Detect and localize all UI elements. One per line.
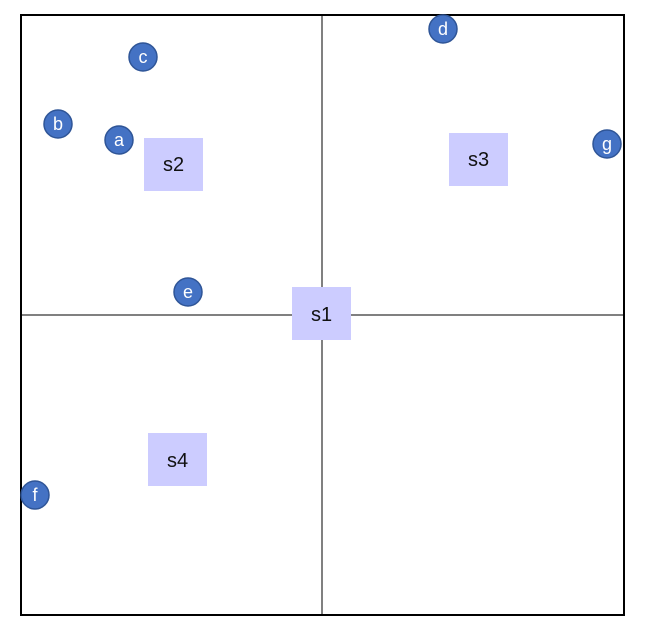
point-e: e	[173, 277, 203, 307]
point-a: a	[104, 125, 134, 155]
point-a-label: a	[114, 130, 125, 150]
region-s1-box	[292, 287, 351, 340]
point-c-label: c	[139, 47, 148, 67]
region-s3-label: s3	[468, 149, 489, 171]
point-f: f	[20, 480, 50, 510]
point-b: b	[43, 109, 73, 139]
point-a-marker	[104, 125, 134, 155]
point-d-marker	[428, 14, 458, 44]
point-g: g	[592, 129, 622, 159]
region-s4-label: s4	[167, 450, 188, 472]
point-e-marker	[173, 277, 203, 307]
point-g-label: g	[602, 134, 612, 154]
region-s2: s2	[144, 138, 203, 191]
point-d: d	[428, 14, 458, 44]
point-f-label: f	[32, 485, 38, 505]
point-b-marker	[43, 109, 73, 139]
region-s4: s4	[148, 433, 207, 486]
point-c: c	[128, 42, 158, 72]
region-s2-box	[144, 138, 203, 191]
region-s3-box	[449, 133, 508, 186]
region-s2-label: s2	[163, 154, 184, 176]
point-e-label: e	[183, 282, 193, 302]
point-c-marker	[128, 42, 158, 72]
region-s1: s1	[292, 287, 351, 340]
point-b-label: b	[53, 114, 63, 134]
region-s3: s3	[449, 133, 508, 186]
point-f-marker	[20, 480, 50, 510]
region-s1-label: s1	[311, 304, 332, 326]
point-d-label: d	[438, 19, 448, 39]
point-g-marker	[592, 129, 622, 159]
region-s4-box	[148, 433, 207, 486]
